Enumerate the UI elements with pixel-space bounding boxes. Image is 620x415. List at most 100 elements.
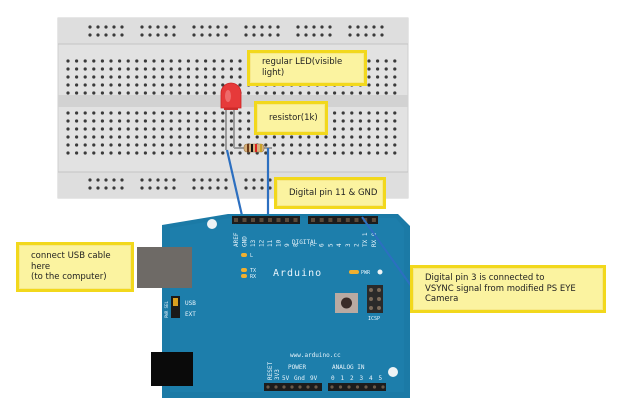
breadboard-hole (212, 143, 216, 147)
breadboard-hole (109, 151, 113, 155)
breadboard-hole (186, 67, 190, 71)
breadboard-hole (212, 151, 216, 155)
pin-label: 2 (354, 243, 361, 247)
digital-pins-callout-text: Digital pin 11 & GND (289, 187, 378, 198)
breadboard-hole (238, 111, 242, 115)
breadboard-hole (372, 33, 376, 37)
breadboard-hole (281, 91, 285, 95)
breadboard-hole (169, 127, 173, 131)
pin-label: 5V (282, 375, 290, 382)
breadboard-hole (384, 75, 388, 79)
breadboard-hole (172, 186, 176, 190)
breadboard-hole (178, 111, 182, 115)
pin-label: 13 (250, 239, 257, 247)
breadboard-hole (140, 186, 144, 190)
breadboard-hole (66, 151, 70, 155)
breadboard-hole (247, 111, 251, 115)
breadboard-hole (298, 143, 302, 147)
breadboard-hole (88, 33, 92, 37)
power-header-label: POWER (288, 364, 306, 371)
icsp-header (367, 285, 383, 313)
breadboard-hole (172, 25, 176, 29)
usb-connector (137, 247, 192, 288)
breadboard-hole (161, 135, 165, 139)
breadboard-hole (126, 91, 130, 95)
breadboard-hole (350, 91, 354, 95)
breadboard-hole (178, 151, 182, 155)
breadboard-hole (384, 127, 388, 131)
breadboard-hole (75, 151, 79, 155)
breadboard-hole (109, 119, 113, 123)
breadboard-hole (75, 143, 79, 147)
breadboard-hole (143, 67, 147, 71)
breadboard-hole (204, 75, 208, 79)
breadboard-hole (384, 135, 388, 139)
breadboard-hole (238, 143, 242, 147)
breadboard-hole (66, 75, 70, 79)
breadboard-hole (229, 127, 233, 131)
breadboard-hole (307, 143, 311, 147)
pin-label: 0 (331, 375, 335, 382)
breadboard-hole (164, 186, 168, 190)
l-led-label: L (250, 253, 253, 259)
tx-led (241, 268, 247, 272)
breadboard-hole (83, 75, 87, 79)
breadboard-hole (96, 186, 100, 190)
breadboard-hole (195, 127, 199, 131)
breadboard-hole (356, 25, 360, 29)
breadboard-hole (143, 111, 147, 115)
vsync-callout: Digital pin 3 is connected to VSYNC sign… (410, 265, 606, 313)
breadboard-hole (169, 135, 173, 139)
breadboard-hole (112, 33, 116, 37)
breadboard-hole (229, 59, 233, 63)
header-pin (337, 218, 342, 222)
breadboard-hole (208, 186, 212, 190)
digital-pins-callout: Digital pin 11 & GND (274, 177, 386, 209)
breadboard-hole (348, 33, 352, 37)
breadboard-hole (204, 83, 208, 87)
breadboard-hole (109, 83, 113, 87)
breadboard-hole (66, 83, 70, 87)
breadboard-hole (161, 111, 165, 115)
breadboard-hole (135, 111, 139, 115)
pin-label: 6 (319, 243, 326, 247)
breadboard-hole (229, 75, 233, 79)
breadboard-hole (152, 91, 156, 95)
breadboard-hole (393, 59, 397, 63)
breadboard-hole (272, 143, 276, 147)
breadboard-hole (100, 111, 104, 115)
breadboard-hole (66, 111, 70, 115)
header-pin (266, 385, 270, 389)
breadboard-hole (238, 59, 242, 63)
breadboard-hole (372, 25, 376, 29)
breadboard-hole (186, 75, 190, 79)
tx-label: TX (250, 268, 256, 274)
breadboard-hole (208, 33, 212, 37)
rx-label: RX (250, 274, 256, 280)
breadboard-hole (238, 135, 242, 139)
breadboard-hole (212, 67, 216, 71)
breadboard-hole (92, 151, 96, 155)
breadboard-hole (238, 119, 242, 123)
breadboard-hole (312, 33, 316, 37)
breadboard-hole (96, 25, 100, 29)
breadboard-hole (83, 127, 87, 131)
breadboard-hole (272, 151, 276, 155)
breadboard-hole (200, 33, 204, 37)
breadboard-hole (384, 83, 388, 87)
breadboard-hole (204, 67, 208, 71)
breadboard-hole (341, 135, 345, 139)
breadboard-hole (75, 91, 79, 95)
pin-label: Gnd (294, 375, 305, 382)
power-led-label: PWR (361, 270, 371, 276)
header-pin (276, 218, 281, 222)
breadboard-hole (212, 83, 216, 87)
breadboard-hole (152, 111, 156, 115)
header-pin (330, 385, 334, 389)
digital-label: DIGITAL (292, 239, 318, 246)
pin-label: 3 (345, 243, 352, 247)
breadboard-hole (376, 135, 380, 139)
breadboard-hole (169, 91, 173, 95)
breadboard-hole (100, 151, 104, 155)
arduino-logo: Arduino (273, 268, 322, 279)
